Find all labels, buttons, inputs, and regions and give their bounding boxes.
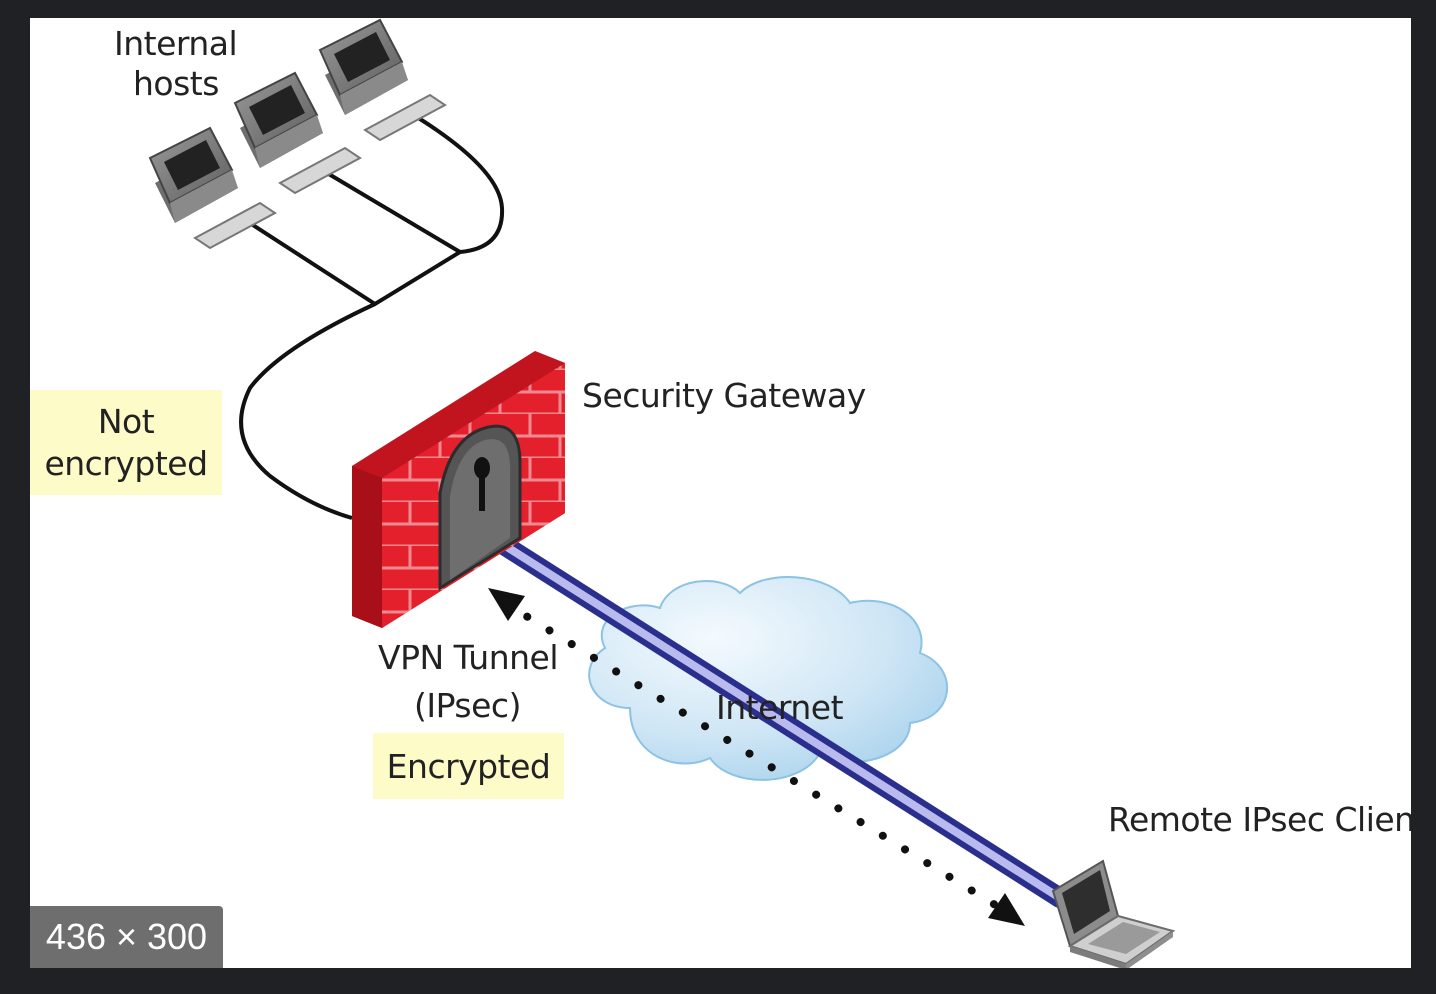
vpn-diagram	[148, 18, 1176, 968]
encrypted-traffic-arrow	[488, 588, 1025, 926]
cable-host-2	[320, 168, 462, 254]
image-dimensions-text: 436 × 300	[45, 916, 208, 957]
remote-client-label: Remote IPsec Client	[1108, 800, 1411, 839]
encrypted-note: Encrypted	[373, 733, 564, 799]
cable-trunk	[239, 250, 462, 520]
internet-label: Internet	[716, 688, 844, 727]
host-computer-1	[148, 126, 277, 250]
encrypted-label: Encrypted	[386, 746, 551, 786]
security-gateway-firewall	[352, 351, 565, 628]
internal-hosts-label-line2: hosts	[133, 64, 219, 103]
cable-host-3	[410, 112, 505, 254]
vpn-tunnel-label-line2: (IPsec)	[414, 686, 521, 725]
not-encrypted-line2: encrypted	[44, 443, 208, 483]
cable-host-1	[240, 216, 377, 306]
internet-cloud	[588, 576, 948, 781]
vpn-tunnel-pipe	[475, 523, 1070, 908]
not-encrypted-line1: Not	[97, 401, 155, 441]
image-frame: Internal hosts Security Gateway VPN Tunn…	[30, 18, 1411, 968]
lan-cables	[239, 112, 505, 520]
not-encrypted-note: Not encrypted	[30, 390, 222, 495]
vpn-tunnel-label-line1: VPN Tunnel	[378, 638, 559, 677]
remote-laptop	[1051, 859, 1176, 968]
host-computer-3	[318, 18, 447, 142]
host-computer-2	[233, 71, 362, 195]
internal-hosts-label-line1: Internal	[114, 24, 238, 63]
security-gateway-label: Security Gateway	[582, 376, 866, 415]
image-dimensions-badge: 436 × 300	[30, 906, 223, 968]
